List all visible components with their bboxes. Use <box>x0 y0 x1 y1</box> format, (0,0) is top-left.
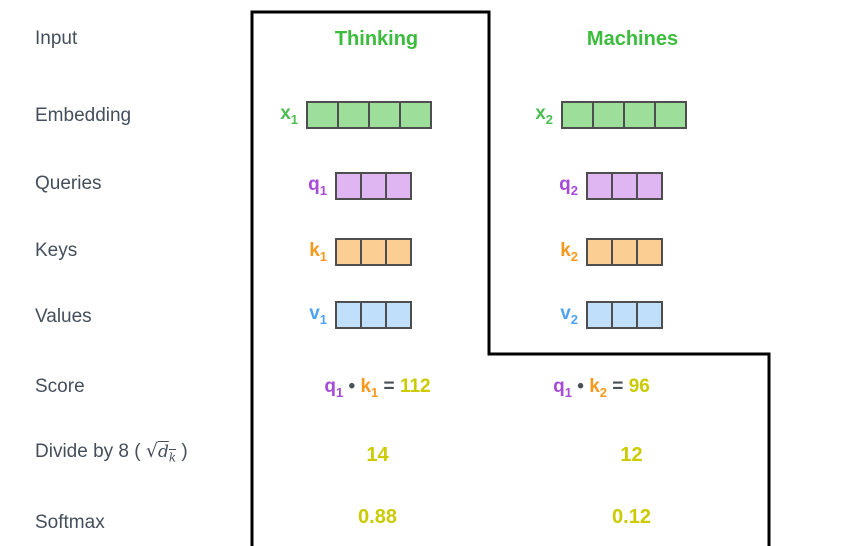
vector-cell <box>306 101 339 129</box>
score-value-machines: 96 <box>628 376 650 397</box>
vector-cell <box>623 101 656 129</box>
dot-operator: • <box>572 376 590 397</box>
row-label-softmax: Softmax <box>35 512 105 533</box>
vector-cell <box>360 238 387 266</box>
value-vector-v1: v1 <box>287 301 412 329</box>
vector-cell <box>636 301 663 329</box>
embedding-label-x1: x1 <box>280 103 298 127</box>
vector-cell <box>385 172 412 200</box>
vector-cell <box>586 172 613 200</box>
embedding-cells-x2 <box>561 101 687 129</box>
key-label-k1: k1 <box>309 240 327 264</box>
query-vector-q2: q2 <box>538 172 663 200</box>
vector-cell <box>399 101 432 129</box>
vector-cell <box>636 238 663 266</box>
equals-sign: = <box>607 376 629 397</box>
score-q1: q1 <box>324 376 344 400</box>
value-cells-v1 <box>335 301 412 329</box>
embedding-cells-x1 <box>306 101 432 129</box>
score-value-thinking: 112 <box>399 376 431 397</box>
vector-cell <box>385 301 412 329</box>
vector-cell <box>592 101 625 129</box>
row-label-keys: Keys <box>35 240 78 261</box>
row-label-values: Values <box>35 306 92 327</box>
score-expression-thinking: q1 • k1 = 112 <box>290 376 465 400</box>
vector-cell <box>360 301 387 329</box>
key-vector-k2: k2 <box>538 238 663 266</box>
value-cells-v2 <box>586 301 663 329</box>
key-label-k2: k2 <box>560 240 578 264</box>
embedding-label-x2: x2 <box>535 103 553 127</box>
softmax-value-thinking: 0.88 <box>358 506 397 528</box>
vector-cell <box>368 101 401 129</box>
key-cells-k2 <box>586 238 663 266</box>
divide-prefix: Divide by 8 ( <box>35 441 146 462</box>
vector-cell <box>611 301 638 329</box>
dot-operator: • <box>343 376 361 397</box>
divided-value-machines: 12 <box>620 444 643 466</box>
row-label-embedding: Embedding <box>35 105 132 126</box>
vector-cell <box>654 101 687 129</box>
value-label-v1: v1 <box>309 303 327 327</box>
sqrt-dk-formula: √dk <box>145 440 177 465</box>
vector-cell <box>360 172 387 200</box>
vector-cell <box>337 101 370 129</box>
query-label-q2: q2 <box>559 174 578 198</box>
embedding-vector-x1: x1 <box>258 101 432 129</box>
vector-cell <box>636 172 663 200</box>
equals-sign: = <box>378 376 400 397</box>
query-label-q1: q1 <box>308 174 327 198</box>
score-q1: q1 <box>553 376 572 400</box>
key-vector-k1: k1 <box>287 238 412 266</box>
token-header-thinking: Thinking <box>334 28 419 50</box>
row-label-divide: Divide by 8 ( √dk ) <box>35 440 188 464</box>
query-vector-q1: q1 <box>287 172 412 200</box>
row-label-score: Score <box>35 376 85 397</box>
query-cells-q1 <box>335 172 412 200</box>
divided-value-thinking: 14 <box>366 444 389 466</box>
token-header-machines: Machines <box>586 28 679 50</box>
value-label-v2: v2 <box>560 303 578 327</box>
vector-cell <box>586 301 613 329</box>
query-cells-q2 <box>586 172 663 200</box>
score-expression-machines: q1 • k2 = 96 <box>514 376 689 400</box>
row-label-queries: Queries <box>35 173 102 194</box>
embedding-vector-x2: x2 <box>513 101 687 129</box>
divide-suffix: ) <box>176 441 188 462</box>
vector-cell <box>335 172 362 200</box>
score-k2: k2 <box>589 376 608 400</box>
row-label-input: Input <box>35 28 78 49</box>
vector-cell <box>611 238 638 266</box>
vector-cell <box>335 238 362 266</box>
vector-cell <box>611 172 638 200</box>
vector-cell <box>586 238 613 266</box>
score-k1: k1 <box>360 376 379 400</box>
vector-cell <box>335 301 362 329</box>
vector-cell <box>385 238 412 266</box>
softmax-value-machines: 0.12 <box>612 506 651 528</box>
value-vector-v2: v2 <box>538 301 663 329</box>
key-cells-k1 <box>335 238 412 266</box>
vector-cell <box>561 101 594 129</box>
